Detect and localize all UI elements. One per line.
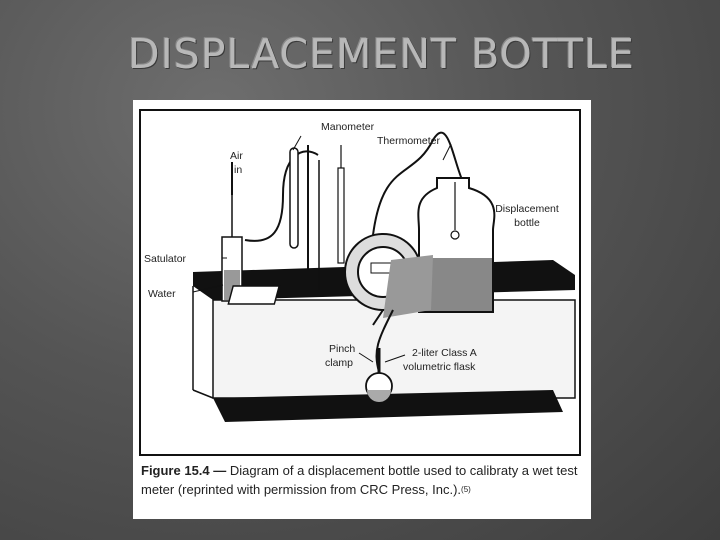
label-clamp: clamp — [325, 357, 354, 369]
displacement-bottle — [417, 177, 496, 313]
label-saturator: Satulator — [144, 253, 187, 265]
caption-superscript: (5) — [461, 485, 471, 494]
label-thermometer: Thermometer — [377, 135, 441, 147]
label-water: Water — [148, 288, 176, 300]
label-pinch: Pinch — [329, 343, 356, 355]
caption-text: Diagram of a displacement bottle used to… — [141, 463, 578, 497]
figure-panel: Manometer Thermometer Air in Displacemen… — [133, 100, 591, 519]
caption-figure-ref: Figure 15.4 — — [141, 463, 227, 478]
saturator — [221, 195, 243, 302]
manometer — [227, 145, 320, 305]
apparatus-diagram — [139, 109, 581, 456]
label-in: in — [234, 164, 243, 176]
label-bottle: bottle — [514, 217, 540, 229]
label-displacement: Displacement — [495, 203, 559, 215]
volumetric-flask — [365, 348, 393, 402]
label-flask-size: 2-liter Class A — [412, 347, 477, 359]
label-flask-type: volumetric flask — [403, 361, 476, 373]
figure-caption: Figure 15.4 — Diagram of a displacement … — [141, 461, 586, 499]
thermometer — [337, 145, 345, 264]
slide-title: DISPLACEMENT BOTTLE — [128, 30, 635, 78]
label-air: Air — [230, 150, 243, 162]
label-manometer: Manometer — [321, 121, 375, 133]
